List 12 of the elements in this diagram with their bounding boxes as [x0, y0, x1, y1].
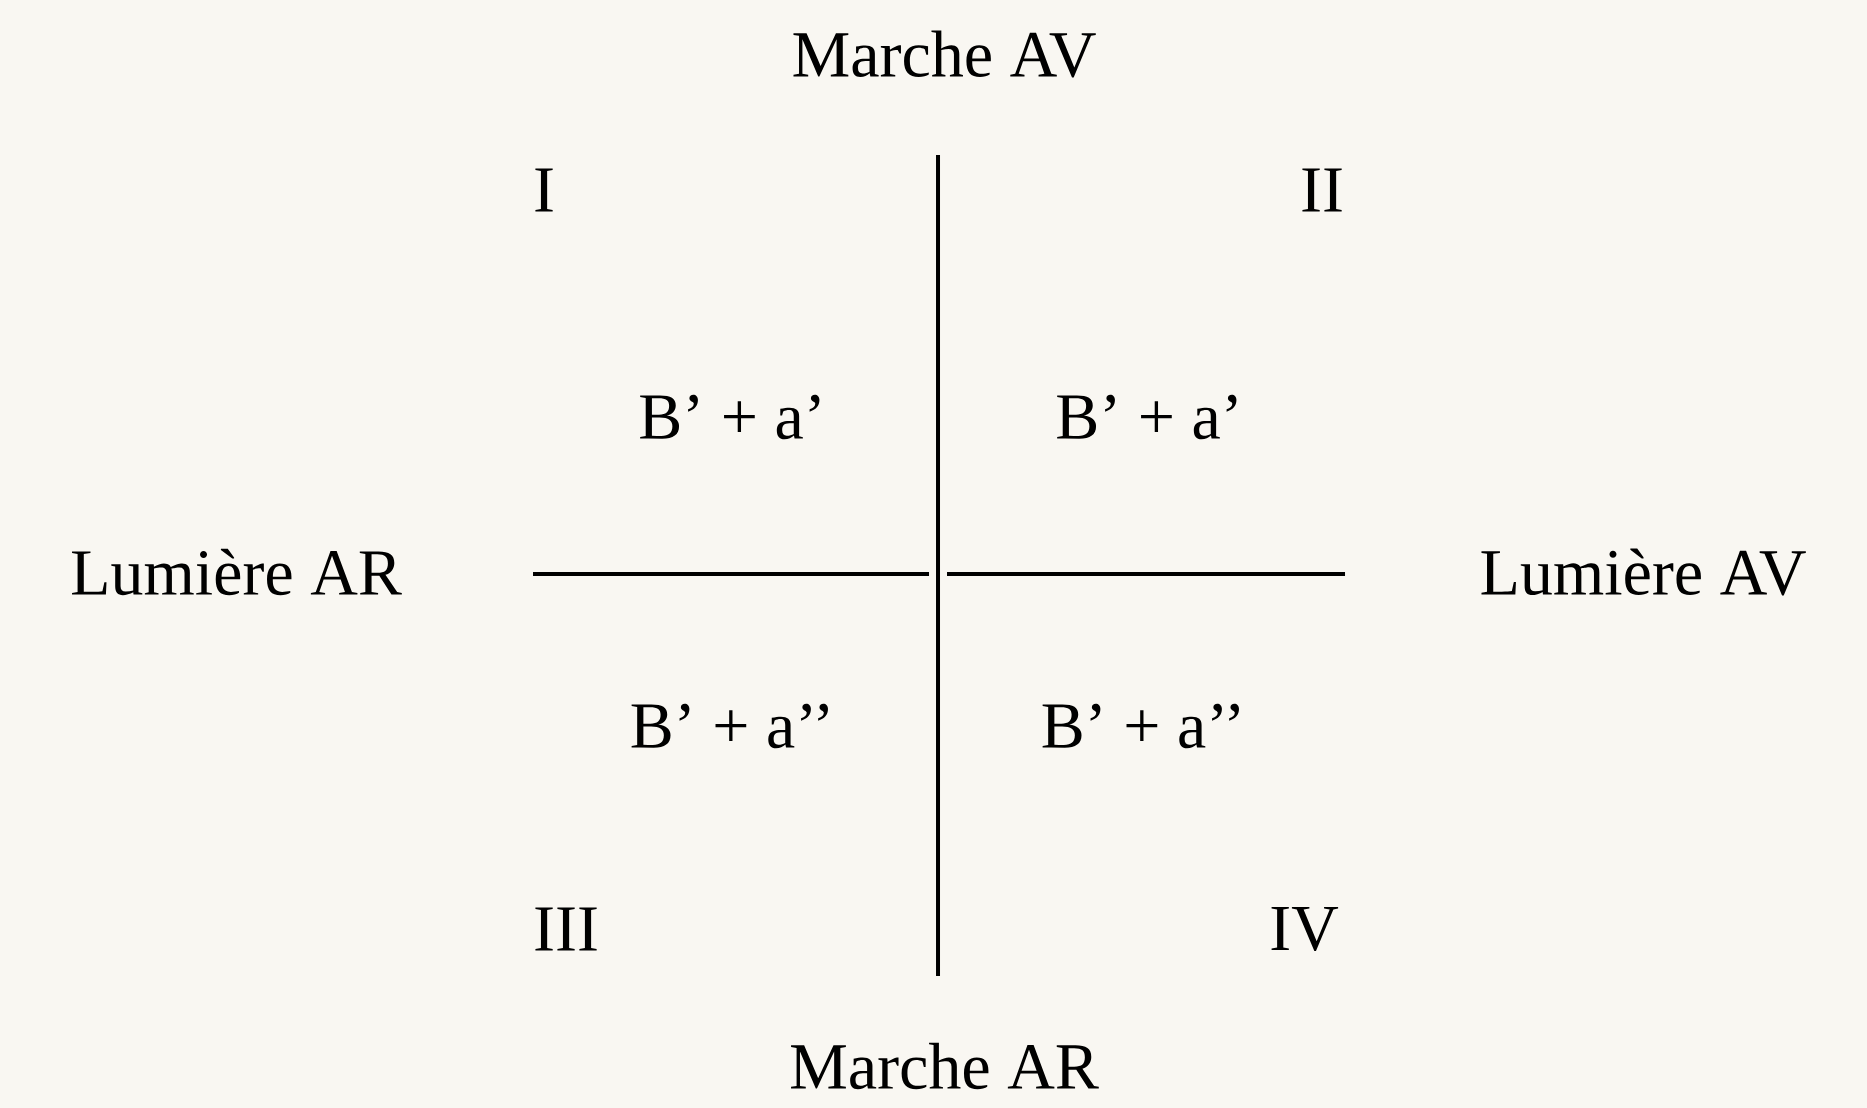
quadrant-numeral: II [1302, 168, 1342, 212]
quadrant-expression: B’ + a’’ [631, 703, 828, 749]
axis-label: Lumière AV [1481, 548, 1806, 596]
axis-label: Marche AR [791, 1042, 1099, 1090]
quadrant-expression: B’ + a’ [1057, 394, 1237, 440]
quadrant-expression: B’ + a’ [640, 394, 820, 440]
axis-label: Lumière AR [72, 548, 402, 596]
axis-label: Marche AV [793, 30, 1096, 78]
quadrant-numeral: IV [1271, 906, 1339, 952]
quadrant-numeral: III [535, 907, 597, 951]
quadrant-numeral: I [535, 168, 553, 212]
quadrant-expression: B’ + a’’ [1042, 703, 1239, 749]
